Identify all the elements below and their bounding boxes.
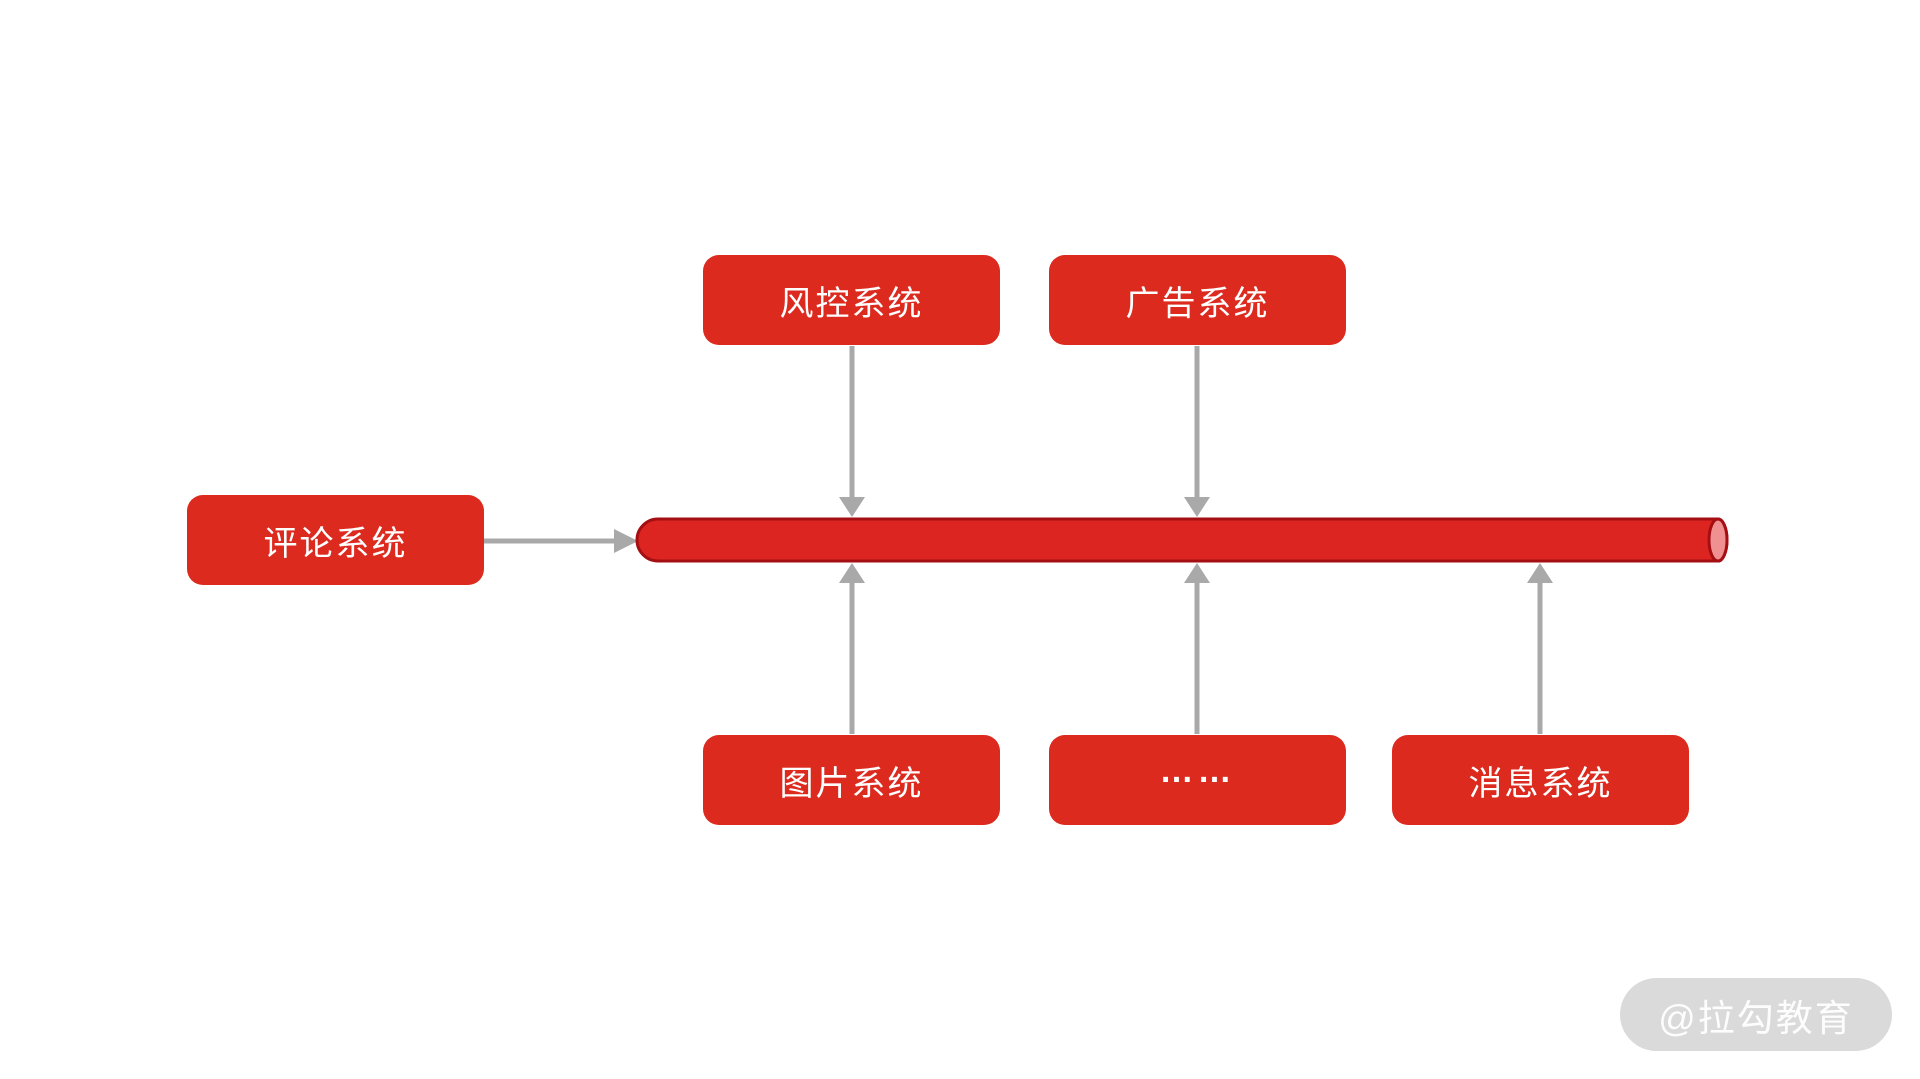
arrow-comment-to-queue bbox=[484, 529, 638, 553]
node-ellipsis: …… bbox=[1049, 735, 1346, 825]
pipe-body bbox=[635, 517, 1729, 563]
arrow-message-to-queue bbox=[1527, 563, 1553, 734]
arrow-ad-to-queue bbox=[1184, 346, 1210, 517]
arrow-image-to-queue bbox=[839, 563, 865, 734]
node-advertising-system: 广告系统 bbox=[1049, 255, 1346, 345]
message-queue-pipe bbox=[635, 517, 1729, 563]
pipe-end-cap bbox=[1707, 517, 1729, 563]
node-label: …… bbox=[1159, 751, 1236, 790]
node-label: 消息系统 bbox=[1468, 764, 1613, 803]
arrow-risk-to-queue bbox=[839, 346, 865, 517]
node-label: 风控系统 bbox=[779, 284, 924, 323]
watermark-badge: @拉勾教育 bbox=[1620, 978, 1892, 1051]
arrow-ellipsis-to-queue bbox=[1184, 563, 1210, 734]
node-label: 评论系统 bbox=[263, 524, 408, 563]
watermark-text: @拉勾教育 bbox=[1658, 997, 1854, 1039]
node-message-system: 消息系统 bbox=[1392, 735, 1689, 825]
node-label: 广告系统 bbox=[1125, 284, 1270, 323]
node-comment-system: 评论系统 bbox=[187, 495, 484, 585]
node-image-system: 图片系统 bbox=[703, 735, 1000, 825]
node-label: 图片系统 bbox=[779, 764, 924, 803]
node-risk-control-system: 风控系统 bbox=[703, 255, 1000, 345]
